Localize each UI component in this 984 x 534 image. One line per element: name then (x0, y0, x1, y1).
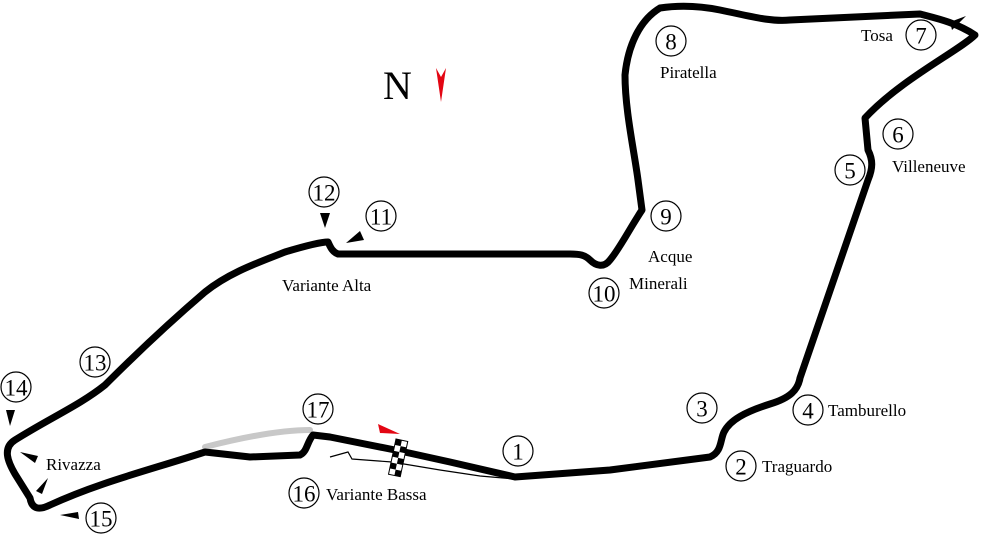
turn-number: 6 (892, 123, 904, 148)
corner-label-rivazza: Rivazza (46, 455, 101, 474)
turn-7-marker (950, 16, 966, 30)
turn-4: 4 (792, 394, 824, 426)
rivazza-marker-upper (20, 452, 38, 463)
turn-number: 9 (660, 205, 672, 230)
turn-11-marker (346, 231, 364, 243)
turn-1: 1 (502, 435, 534, 467)
north-arrow-icon (436, 68, 446, 102)
turn-number: 2 (735, 455, 747, 480)
turn-12-marker (320, 213, 330, 228)
corner-label-acque: Acque (648, 247, 692, 266)
turn-2: 2 (725, 450, 757, 482)
corner-label-variante-alta: Variante Alta (282, 276, 372, 295)
turn-13: 13 (79, 346, 111, 378)
circuit-track (3, 2, 979, 512)
turn-11: 11 (365, 200, 397, 232)
rivazza-marker-lower (36, 478, 48, 494)
turn-number: 12 (313, 181, 336, 206)
turn-number: 4 (802, 399, 814, 424)
turn-number: 14 (5, 376, 29, 401)
turn-number: 3 (696, 397, 708, 422)
turn-16: 16 (288, 477, 320, 509)
turn-number: 8 (665, 30, 677, 55)
turn-14-marker (6, 410, 15, 426)
corner-label-minerali: Minerali (629, 274, 688, 293)
turn-14: 14 (0, 371, 32, 403)
turn-5: 5 (834, 154, 866, 186)
turn-6: 6 (882, 118, 914, 150)
turn-12: 12 (308, 176, 340, 208)
turn-number: 15 (90, 507, 113, 532)
turn-number: 10 (593, 282, 616, 307)
turn-10: 10 (588, 277, 620, 309)
turn-number: 16 (293, 482, 316, 507)
turn-number: 13 (84, 351, 107, 376)
corner-label-piratella: Piratella (660, 63, 717, 82)
turn-number: 11 (370, 205, 392, 230)
corner-label-tosa: Tosa (861, 26, 893, 45)
turn-7: 7 (905, 19, 937, 51)
turn-number: 5 (844, 159, 856, 184)
turn-8: 8 (655, 25, 687, 57)
north-label: N (383, 63, 412, 108)
turn-15: 15 (85, 502, 117, 534)
turn-number: 17 (307, 398, 330, 423)
turn-17: 17 (302, 393, 334, 425)
turn-15-marker (60, 512, 79, 519)
turn-number: 7 (915, 24, 927, 49)
corner-label-traguardo: Traguardo (762, 457, 832, 476)
start-finish-line (387, 438, 409, 478)
former-layout-section (202, 427, 313, 450)
corner-label-villeneuve: Villeneuve (892, 157, 966, 176)
turn-3: 3 (686, 392, 718, 424)
turn-number: 1 (512, 440, 524, 465)
race-direction-flag (378, 424, 400, 434)
turn-9: 9 (650, 200, 682, 232)
corner-label-variante-bassa: Variante Bassa (326, 485, 427, 504)
corner-label-tamburello: Tamburello (828, 401, 906, 420)
